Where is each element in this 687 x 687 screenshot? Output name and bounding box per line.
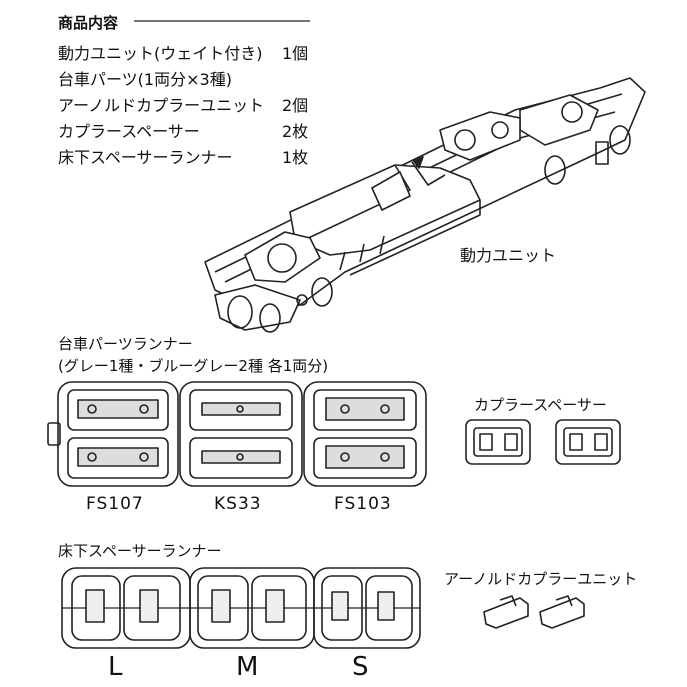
power-unit-drawing — [204, 77, 646, 333]
coupler-spacer-drawing — [465, 419, 621, 465]
bogie-runner-subtitle: (グレー1種・ブルーグレー2種 各1両分) — [58, 357, 329, 375]
contents-heading: 商品内容 — [58, 14, 119, 32]
arnold-unit-label: アーノルドカプラーユニット — [444, 570, 638, 588]
list-item-qty: 1枚 — [282, 148, 309, 167]
size-label-s: S — [352, 652, 369, 682]
bogie-code-ks33: KS33 — [214, 494, 262, 514]
bogie-code-fs107: FS107 — [86, 494, 144, 514]
list-item: 台車パーツ(1両分×3種) — [58, 70, 232, 89]
size-label-l: L — [108, 652, 123, 682]
coupler-spacer-label: カプラースペーサー — [474, 396, 607, 414]
size-label-m: M — [236, 652, 259, 682]
arnold-coupler-drawing — [483, 595, 585, 629]
list-item-qty: 1個 — [282, 44, 309, 63]
list-item: カプラースペーサー — [58, 122, 200, 141]
floor-runner-title: 床下スペーサーランナー — [58, 542, 222, 560]
list-item: 床下スペーサーランナー — [58, 148, 233, 167]
bogie-code-fs103: FS103 — [334, 494, 392, 514]
floor-spacer-runner-drawing — [61, 567, 421, 649]
bogie-runner-title: 台車パーツランナー — [58, 335, 193, 353]
list-item-qty: 2枚 — [282, 122, 309, 141]
power-unit-label: 動力ユニット — [460, 246, 557, 265]
list-item: 動力ユニット(ウェイト付き) — [58, 44, 263, 63]
bogie-runner-drawing — [47, 381, 427, 487]
list-item: アーノルドカプラーユニット — [58, 96, 265, 115]
list-item-qty: 2個 — [282, 96, 309, 115]
